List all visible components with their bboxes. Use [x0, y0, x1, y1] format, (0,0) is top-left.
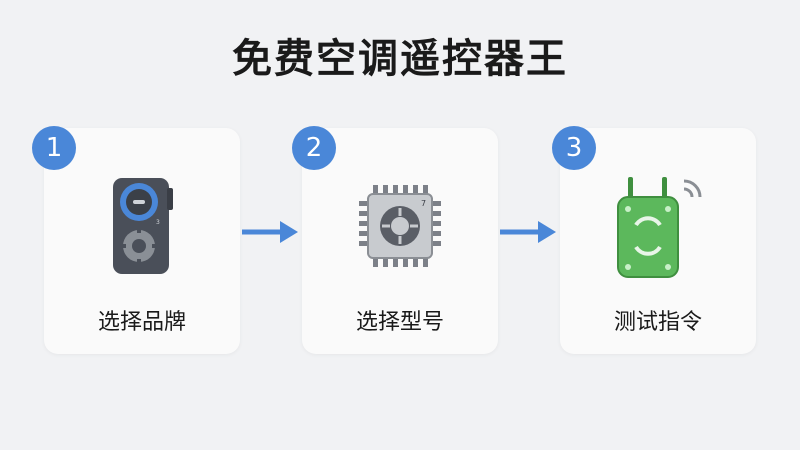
step-card-test[interactable]: 测试指令 [560, 128, 756, 354]
green-device-signal-icon [560, 168, 756, 284]
page-title: 免费空调遥控器王 [232, 36, 568, 82]
svg-text:7: 7 [421, 199, 426, 208]
remote-control-icon: 3 [44, 168, 240, 284]
step-card-brand[interactable]: 3 选择品牌 [44, 128, 240, 354]
chip-icon: 7 [302, 168, 498, 284]
step-label: 选择型号 [355, 310, 444, 335]
step-number-badge: 2 [292, 126, 336, 170]
arrow-right-icon [240, 218, 300, 250]
step-number-badge: 1 [32, 126, 76, 170]
step-label: 选择品牌 [97, 310, 186, 335]
step-number-badge: 3 [552, 126, 596, 170]
arrow-right-icon [498, 218, 558, 250]
step-label: 测试指令 [613, 310, 702, 335]
svg-text:3: 3 [156, 219, 160, 226]
step-card-model[interactable]: 7 选择型号 [302, 128, 498, 354]
